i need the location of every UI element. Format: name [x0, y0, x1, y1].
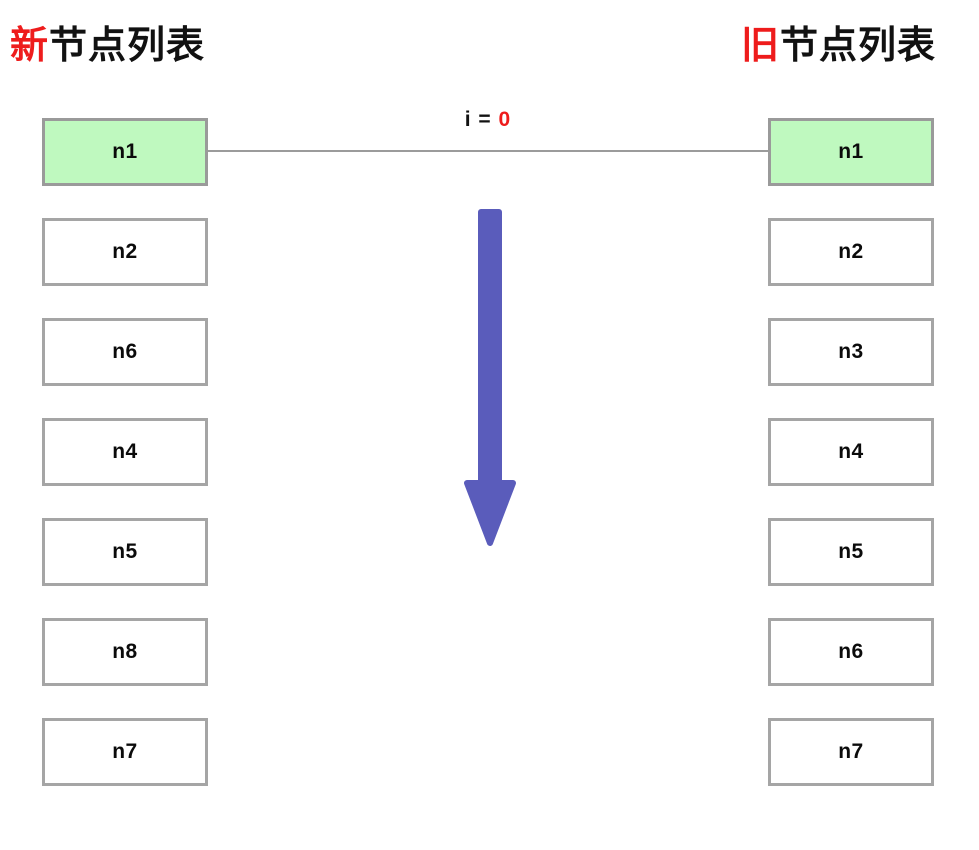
node-label: n2	[838, 240, 864, 263]
node-box[interactable]: n7	[768, 718, 934, 786]
node-label: n5	[838, 540, 864, 563]
node-box[interactable]: n2	[768, 218, 934, 286]
node-label: n1	[838, 140, 864, 163]
node-label: n8	[112, 640, 138, 663]
node-box[interactable]: n4	[768, 418, 934, 486]
new-list-title-rest: 节点列表	[49, 25, 206, 67]
node-box[interactable]: n4	[42, 418, 208, 486]
iteration-index-value: 0	[498, 108, 512, 131]
iteration-index-prefix: i =	[464, 108, 499, 131]
node-label: n7	[112, 740, 138, 763]
node-label: n7	[838, 740, 864, 763]
node-box[interactable]: n6	[42, 318, 208, 386]
node-label: n1	[112, 140, 138, 163]
node-box[interactable]: n1	[768, 118, 934, 186]
node-box[interactable]: n1	[42, 118, 208, 186]
old-list-title-accent: 旧	[741, 25, 781, 67]
node-box[interactable]: n3	[768, 318, 934, 386]
node-box[interactable]: n8	[42, 618, 208, 686]
node-label: n5	[112, 540, 138, 563]
node-label: n6	[838, 640, 864, 663]
new-list-title: 新节点列表	[10, 24, 205, 68]
old-list-title-rest: 节点列表	[780, 25, 937, 67]
node-box[interactable]: n5	[768, 518, 934, 586]
node-match-connector-line	[208, 150, 768, 152]
old-list-title: 旧节点列表	[741, 24, 936, 68]
node-box[interactable]: n5	[42, 518, 208, 586]
node-box[interactable]: n2	[42, 218, 208, 286]
node-label: n6	[112, 340, 138, 363]
iteration-index-label: i = 0	[398, 108, 578, 132]
node-label: n4	[112, 440, 138, 463]
node-label: n2	[112, 240, 138, 263]
node-box[interactable]: n7	[42, 718, 208, 786]
node-label: n3	[838, 340, 864, 363]
node-box[interactable]: n6	[768, 618, 934, 686]
new-list-title-accent: 新	[10, 25, 50, 67]
iteration-direction-arrow	[464, 209, 516, 546]
node-label: n4	[838, 440, 864, 463]
